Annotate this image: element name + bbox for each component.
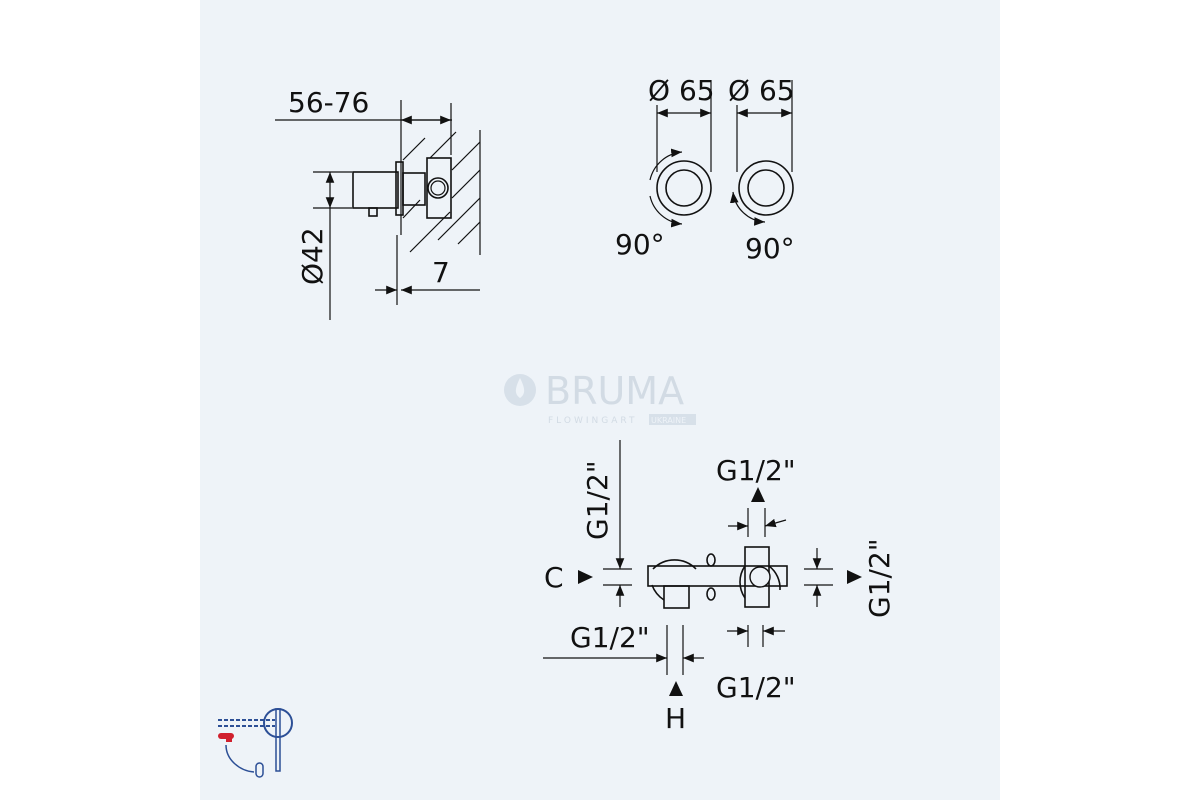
top-outlet-thread-label: G1/2": [716, 454, 796, 487]
logo-region: UKRAINE: [651, 416, 686, 425]
wall-hatching: [402, 131, 481, 253]
hot-thread-label: G1/2": [570, 621, 650, 654]
logo-tagline: FLOWINGART: [548, 416, 637, 426]
cold-label: C: [544, 561, 564, 594]
cold-thread-label: G1/2": [581, 460, 614, 540]
handle-left: [656, 160, 712, 216]
right-outlet-thread-label: G1/2": [863, 538, 896, 618]
shower-installation-icon: [218, 708, 293, 778]
bottom-outlet-thread-label: G1/2": [716, 671, 796, 704]
width-range-label: 56-76: [288, 86, 369, 119]
connections-view: G1/2" C G1/2" G1/2" G1/2": [543, 440, 896, 735]
logo-brand: BRUMA: [545, 369, 684, 413]
right-outlet-arrow-icon: [847, 570, 862, 584]
top-outlet-arrow-icon: [751, 487, 765, 502]
handle-left-rotation: 90°: [615, 228, 665, 261]
cold-arrow-icon: [578, 570, 593, 584]
side-view: 56-76 Ø42 7: [275, 86, 481, 320]
handle-body: [352, 171, 399, 209]
handle-right: [738, 160, 794, 216]
handle-right-diameter: Ø 65: [728, 74, 795, 107]
hot-arrow-icon: [669, 681, 683, 696]
valve-box: [426, 157, 452, 219]
bruma-logo: BRUMA FLOWINGART UKRAINE: [504, 369, 696, 426]
handle-right-rotation: 90°: [745, 232, 795, 265]
flange: [395, 161, 404, 216]
depth-label: 7: [432, 256, 450, 289]
mixer-body: [647, 565, 788, 587]
diameter-42-label: Ø42: [296, 227, 329, 285]
front-view: Ø 65 Ø 65 90° 90°: [615, 74, 795, 265]
drawing-panel: [200, 0, 1000, 800]
handle-left-diameter: Ø 65: [648, 74, 715, 107]
hot-label: H: [665, 702, 686, 735]
